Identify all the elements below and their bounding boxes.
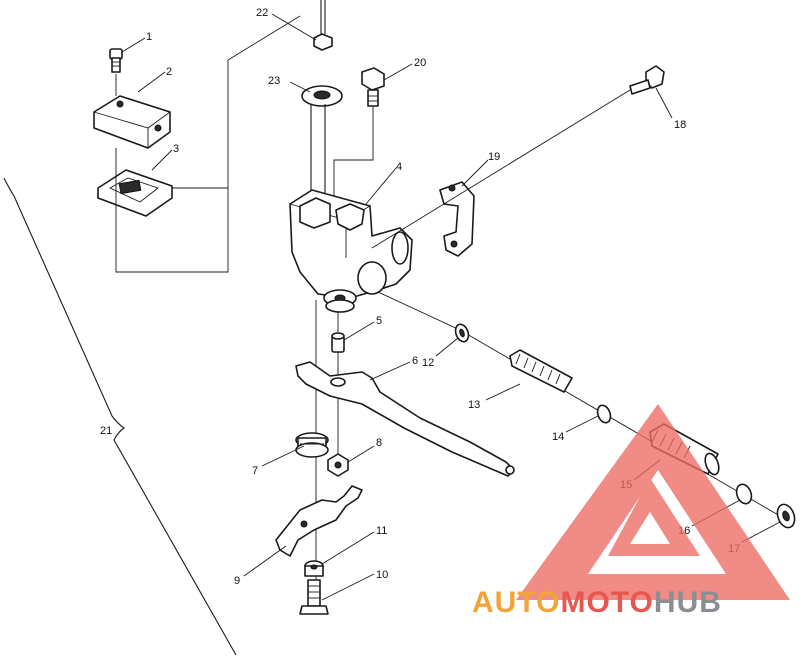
- lever-part-6: [295, 361, 515, 477]
- nut-part-8: [327, 453, 349, 477]
- washer-part-11: [304, 560, 324, 577]
- callout-3: 3: [173, 143, 179, 155]
- piston-axis: [377, 291, 781, 517]
- callout-20: 20: [414, 57, 426, 69]
- bolt-part-10: [299, 579, 329, 615]
- callout-12: 12: [422, 357, 434, 369]
- washer-part-14: [596, 404, 612, 424]
- screw-part-1: [109, 48, 123, 73]
- callout-19: 19: [488, 151, 500, 163]
- clamp-part-19: [439, 181, 475, 257]
- washer-part-23: [301, 85, 343, 107]
- callout-22: 22: [256, 7, 268, 19]
- callout-13: 13: [468, 399, 480, 411]
- assembly-bracket-21: [3, 177, 237, 656]
- callout-21: 21: [100, 425, 112, 437]
- callout-1: 1: [146, 31, 152, 43]
- reservoir-cover-part-2: [93, 95, 171, 149]
- callout-8: 8: [376, 437, 382, 449]
- callout-23: 23: [268, 75, 280, 87]
- washer-part-17: [776, 503, 796, 529]
- callout-5: 5: [376, 315, 382, 327]
- bolt-part-20: [333, 67, 385, 196]
- spring-part-13: [509, 349, 573, 393]
- washer-part-12: [454, 323, 470, 343]
- vertical-rod: [320, 0, 326, 34]
- washer-part-16: [735, 483, 753, 505]
- leader-lines: [121, 13, 781, 601]
- bracket-part-9: [275, 485, 363, 557]
- callout-9: 9: [234, 575, 240, 587]
- watermark-part-moto: MOTO: [560, 586, 653, 619]
- watermark-logo: [516, 404, 790, 600]
- nut-part-22: [313, 33, 333, 51]
- watermark-part-auto: AUTO: [472, 586, 560, 619]
- piston-rod: [310, 104, 326, 196]
- spring-part-7: [295, 432, 329, 458]
- washer-top: [325, 299, 355, 313]
- callout-7: 7: [252, 465, 258, 477]
- watermark-text: AUTOMOTOHUB: [472, 586, 722, 619]
- diaphragm-part-3: [97, 169, 173, 217]
- callout-11: 11: [376, 525, 387, 537]
- bolt-part-18: [371, 65, 665, 249]
- callout-2: 2: [166, 66, 172, 78]
- watermark-part-hub: HUB: [654, 586, 722, 619]
- bushing-part-5: [331, 332, 345, 353]
- callout-18: 18: [674, 119, 686, 131]
- callout-6: 6: [412, 355, 418, 367]
- callout-10: 10: [376, 569, 388, 581]
- callout-4: 4: [396, 161, 402, 173]
- callout-14: 14: [552, 431, 564, 443]
- master-cylinder-body-part-4: [289, 189, 413, 307]
